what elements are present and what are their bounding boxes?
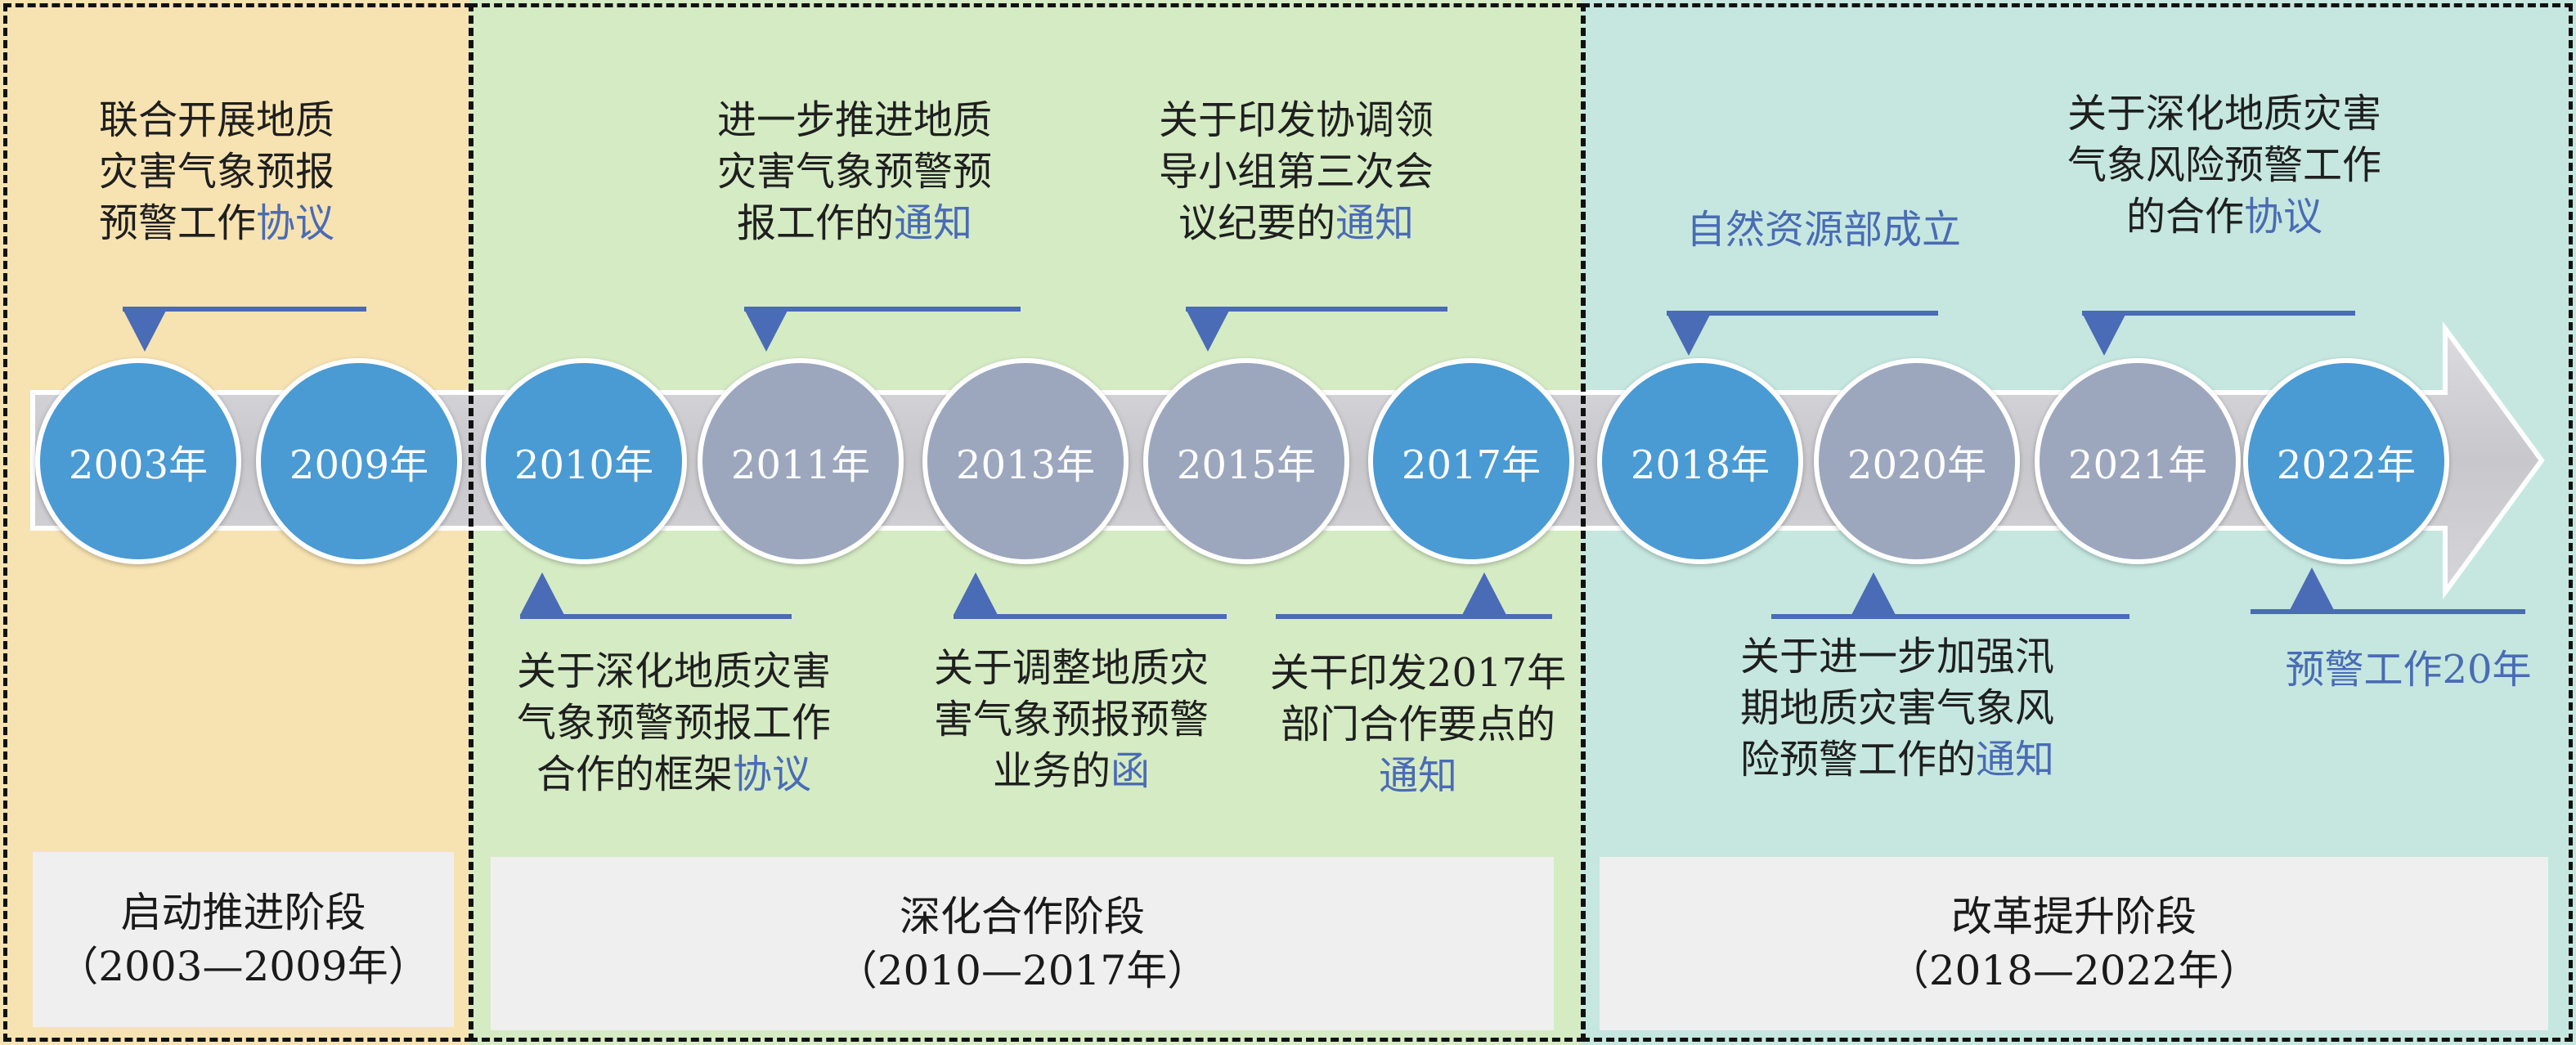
marker-2010 <box>520 572 792 619</box>
phase-3-name: 改革提升阶段 <box>1951 893 2197 940</box>
phase-3-border <box>1582 3 2573 1042</box>
phase-2-label: 深化合作阶段 （2010—2017年） <box>491 857 1554 1030</box>
event-2017: 关干印发2017年 部门合作要点的 通知 <box>1269 650 1567 799</box>
year-circle-2018: 2018年 <box>1597 358 1803 564</box>
year-circle-2009: 2009年 <box>256 358 462 564</box>
event-2015: 关于印发协调领 导小组第三次会 议纪要的通知 <box>1158 97 1434 246</box>
marker-2021 <box>2082 311 2355 356</box>
marker-2015 <box>1186 307 1447 352</box>
marker-2017 <box>1276 572 1552 619</box>
year-circle-2022: 2022年 <box>2243 358 2449 564</box>
event-2018: 自然资源部成立 <box>1685 207 1961 253</box>
event-2020: 关于进一步加强汛 期地质灾害气象风 险预警工作的通知 <box>1739 634 2055 783</box>
year-circle-2010: 2010年 <box>481 358 687 564</box>
phase-1-border <box>3 3 473 1042</box>
event-2003: 联合开展地质 灾害气象预报 预警工作协议 <box>98 97 335 246</box>
marker-2013 <box>954 572 1227 619</box>
year-circle-2015: 2015年 <box>1143 358 1349 564</box>
year-circle-2020: 2020年 <box>1814 358 2020 564</box>
marker-2011 <box>744 307 1021 352</box>
event-2011: 进一步推进地质 灾害气象预警预 报工作的通知 <box>716 97 992 246</box>
phase-2-name: 深化合作阶段 <box>900 893 1145 940</box>
phase-1-name: 启动推进阶段 <box>120 889 366 936</box>
phase-2-border <box>469 3 1585 1042</box>
phase-2-range: （2010—2017年） <box>836 947 1209 994</box>
year-circle-2003: 2003年 <box>35 358 241 564</box>
marker-2018 <box>1667 311 1938 356</box>
marker-2003 <box>123 307 366 352</box>
marker-2020 <box>1771 572 2129 619</box>
event-2022: 预警工作20年 <box>2285 647 2532 693</box>
year-circle-2021: 2021年 <box>2035 358 2241 564</box>
phase-3-range: （2018—2022年） <box>1887 947 2260 994</box>
year-circle-2017: 2017年 <box>1368 358 1574 564</box>
phase-3-label: 改革提升阶段 （2018—2022年） <box>1600 857 2548 1030</box>
event-2010: 关于深化地质灾害 气象预警预报工作 合作的框架协议 <box>516 648 831 797</box>
event-2013: 关于调整地质灾 害气象预报预警 业务的函 <box>933 645 1209 794</box>
event-2021: 关于深化地质灾害 气象风险预警工作 的合作协议 <box>2067 91 2381 240</box>
phase-1-label: 启动推进阶段 （2003—2009年） <box>33 852 454 1027</box>
year-circle-2011: 2011年 <box>698 358 904 564</box>
year-circle-2013: 2013年 <box>922 358 1129 564</box>
marker-2022 <box>2251 567 2525 614</box>
phase-1-range: （2003—2009年） <box>57 943 429 990</box>
